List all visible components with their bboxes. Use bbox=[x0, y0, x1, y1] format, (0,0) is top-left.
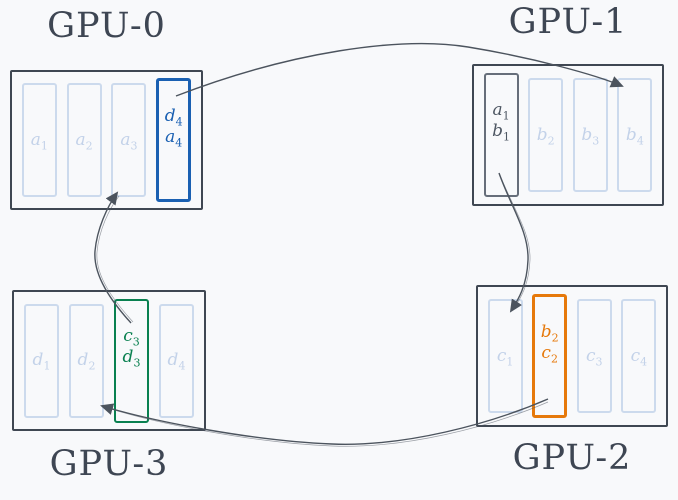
gpu0-slot-a1: a1 bbox=[21, 83, 57, 197]
gpu1-slot-a1-b1-highlighted: a1 b1 bbox=[483, 73, 519, 197]
slot-label: b1 bbox=[492, 121, 511, 144]
slot-label: c3 bbox=[123, 325, 140, 348]
slot-label: d3 bbox=[122, 346, 141, 369]
gpu2-slot-c3: c3 bbox=[576, 299, 612, 413]
gpu0-slot-a3: a3 bbox=[111, 83, 147, 197]
slot-label: a3 bbox=[120, 129, 138, 152]
slot-label: a1 bbox=[492, 100, 510, 123]
slot-label: b2 bbox=[540, 322, 559, 345]
slot-label: d2 bbox=[77, 350, 96, 373]
slot-label: a1 bbox=[30, 129, 48, 152]
gpu0-slot-a2: a2 bbox=[66, 83, 102, 197]
slot-label: c2 bbox=[541, 343, 558, 366]
slot-label: b3 bbox=[581, 124, 600, 147]
gpu1-box: a1 b1 b2 b3 b4 bbox=[472, 64, 664, 206]
gpu0-title: GPU-0 bbox=[47, 6, 166, 46]
slot-label: b4 bbox=[625, 124, 644, 147]
gpu0-slot-d4-a4-highlighted: d4 a4 bbox=[156, 78, 192, 202]
gpu3-slot-d2: d2 bbox=[69, 303, 104, 418]
slot-label: a2 bbox=[75, 129, 93, 152]
gpu1-title: GPU-1 bbox=[508, 2, 628, 42]
slot-label: d4 bbox=[164, 106, 183, 129]
slot-label: d4 bbox=[167, 350, 186, 373]
slot-label: c4 bbox=[630, 345, 648, 368]
gpu3-slot-d1: d1 bbox=[24, 303, 59, 418]
slot-label: c1 bbox=[496, 345, 514, 368]
gpu2-slot-b2-c2-highlighted: b2 c2 bbox=[532, 294, 568, 418]
gpu2-title: GPU-2 bbox=[512, 438, 632, 478]
gpu3-slot-c3-d3-highlighted: c3 d3 bbox=[114, 298, 149, 423]
slot-label: b2 bbox=[536, 124, 555, 147]
gpu1-slot-b3: b3 bbox=[572, 78, 608, 192]
gpu3-title: GPU-3 bbox=[49, 444, 169, 484]
gpu3-slot-d4: d4 bbox=[159, 303, 194, 418]
gpu2-slot-c4: c4 bbox=[621, 299, 657, 413]
gpu3-box: d1 d2 c3 d3 d4 bbox=[12, 290, 206, 431]
gpu0-box: a1 a2 a3 d4 a4 bbox=[10, 70, 203, 210]
gpu1-slot-b2: b2 bbox=[528, 78, 564, 192]
gpu1-slot-b4: b4 bbox=[617, 78, 653, 192]
slot-label: c3 bbox=[586, 345, 603, 368]
gpu2-box: c1 b2 c2 c3 c4 bbox=[476, 285, 668, 427]
slot-label: a4 bbox=[165, 127, 183, 150]
gpu2-slot-c1: c1 bbox=[487, 299, 523, 413]
slot-label: d1 bbox=[32, 350, 51, 373]
